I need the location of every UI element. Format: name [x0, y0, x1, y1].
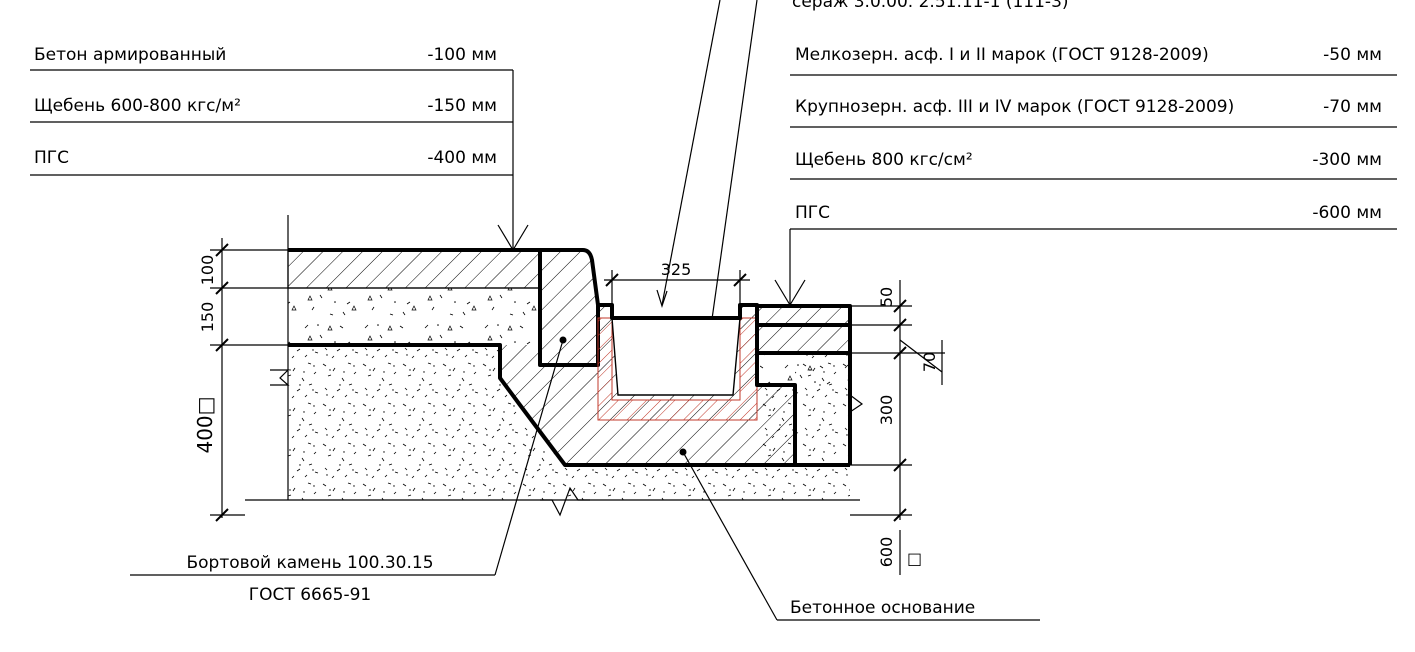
right-layer-3-thickness: -300 мм	[1312, 150, 1382, 170]
left-layer-3-name: ПГС	[34, 148, 69, 168]
right-asphalt-coarse	[756, 324, 851, 354]
dim-left-150: 150	[198, 302, 217, 333]
right-layer-2-name: Крупнозерн. асф. III и IV марок (ГОСТ 91…	[795, 97, 1234, 117]
right-layer-1-thickness: -50 мм	[1323, 45, 1382, 65]
dim-left-400: 400□	[193, 396, 217, 453]
dim-right-600: 600	[877, 537, 896, 568]
base-label: Бетонное основание	[790, 598, 975, 618]
right-dimension-chain: 50 70 300 600 □	[850, 280, 945, 575]
right-gravel-layer	[760, 353, 850, 385]
dim-channel-325: 325	[661, 260, 692, 279]
drainage-tray	[611, 317, 741, 396]
left-layer-table: Бетон армированный -100 мм Щебень 600-80…	[30, 45, 529, 252]
right-asphalt-fine	[756, 305, 851, 326]
right-layer-4-thickness: -600 мм	[1312, 203, 1382, 223]
caption-fragment: сераж 3.0.00. 2.51.11-1 (111-3)	[792, 0, 1069, 12]
left-sand-base	[288, 345, 850, 500]
left-layer-1-thickness: -100 мм	[427, 45, 497, 65]
base-callout: Бетонное основание	[682, 451, 1040, 621]
right-layer-table: Мелкозерн. асф. I и II марок (ГОСТ 9128-…	[774, 45, 1397, 307]
cross-section	[245, 215, 864, 517]
right-layer-1-name: Мелкозерн. асф. I и II марок (ГОСТ 9128-…	[795, 45, 1209, 65]
left-gravel-layer	[288, 288, 540, 345]
channel-width-dimension: 325	[604, 260, 750, 305]
right-layer-2-thickness: -70 мм	[1323, 97, 1382, 117]
curb-stone	[538, 248, 600, 367]
curb-label-line1: Бортовой камень 100.30.15	[186, 553, 433, 573]
left-dimension-chain: 100 150 400□	[193, 238, 288, 522]
left-concrete-slab	[287, 249, 541, 289]
right-layer-3-name: Щебень 800 кгс/см²	[795, 150, 973, 170]
dim-right-70: 70	[920, 352, 939, 372]
curb-callout: Бортовой камень 100.30.15 ГОСТ 6665-91	[130, 339, 564, 605]
curb-label-line2: ГОСТ 6665-91	[249, 585, 371, 605]
dim-right-300: 300	[877, 395, 896, 426]
dim-right-50: 50	[877, 287, 896, 307]
left-layer-3-thickness: -400 мм	[427, 148, 497, 168]
arrowhead-tray	[656, 289, 668, 308]
left-layer-2-thickness: -150 мм	[427, 96, 497, 116]
leader-line-tray	[661, 0, 721, 306]
right-layer-4-name: ПГС	[795, 203, 830, 223]
dim-left-100: 100	[198, 255, 217, 286]
left-layer-2-name: Щебень 600-800 кгс/м²	[34, 96, 241, 116]
left-layer-1-name: Бетон армированный	[34, 45, 226, 65]
dim-right-box: □	[907, 549, 922, 568]
